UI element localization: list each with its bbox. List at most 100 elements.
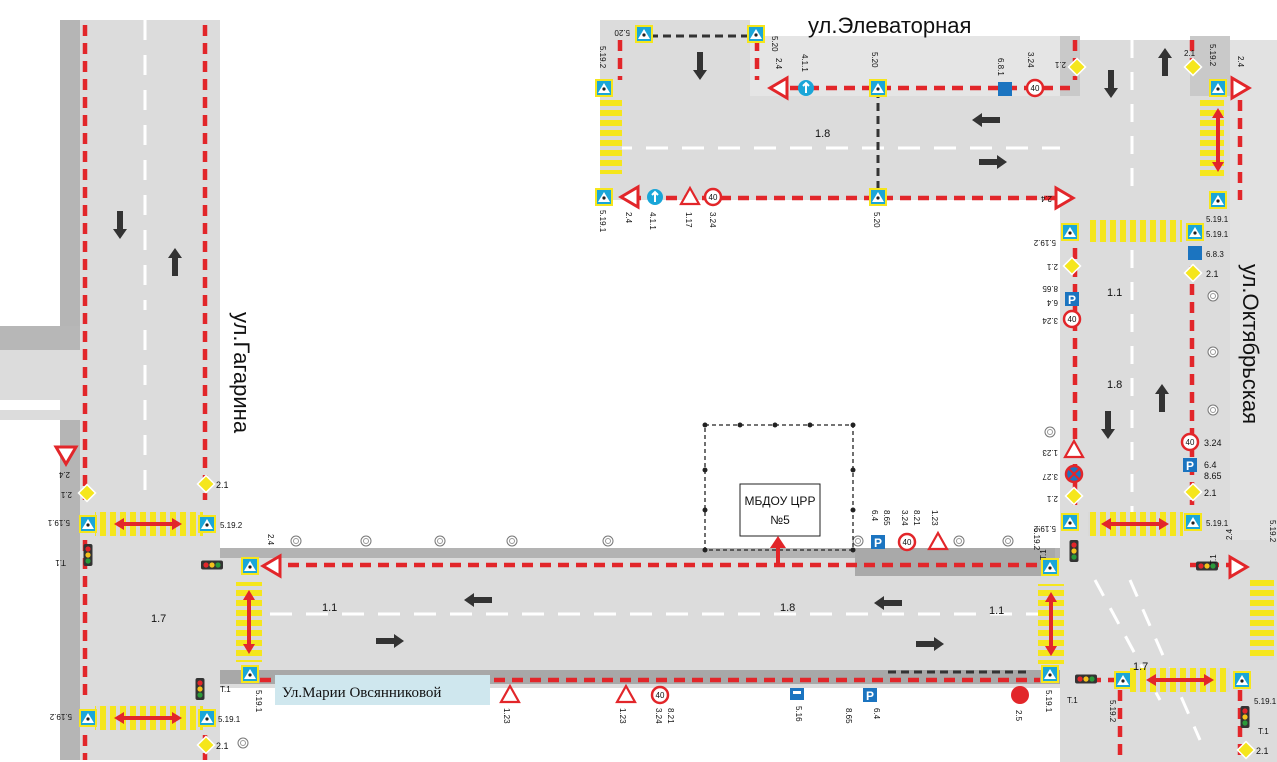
sign-code: 2.1 (1054, 60, 1066, 69)
sign-code: 5.19.2 (1033, 238, 1056, 247)
sign-code: 1.17 (684, 212, 693, 228)
sign-code: 2.1 (1256, 746, 1269, 756)
light-code: T.1 (1039, 549, 1048, 560)
light-code: T.1 (1067, 696, 1078, 705)
road-edge-lines (650, 34, 1030, 674)
sign-code: 8.21 (912, 510, 921, 526)
sign-code: 6.4 (872, 708, 881, 720)
sign-code: 1.23 (930, 510, 939, 526)
lane-label: 1.8 (780, 602, 795, 614)
building-number: №5 (770, 513, 790, 527)
signs-intersection-east: 5.19.2 5.19.1 2.4 5.19.2 (1033, 513, 1277, 579)
sign-code: 2.1 (216, 480, 229, 490)
sign-code: 2.1 (60, 490, 72, 499)
lane-labels: 1.8 1.1 1.8 1.7 1.1 1.8 1.1 1.7 (151, 128, 1148, 673)
sign-code: 3.24 (1204, 438, 1222, 448)
signs-ovsyannikovoy: 5.19.1 5.19.2 5.19.1 2.1 1.23 1.23 3.24 … (49, 528, 1277, 760)
sign-code: 5.20 (614, 28, 630, 37)
street-label-oktyabrskaya: ул.Октябрьская (1238, 264, 1263, 424)
sign-code: 5.19.2 (598, 46, 607, 69)
signs-gagarina: 2.4 2.1 5.19.1 5.19.2 2.1 2.4 (47, 445, 282, 578)
sign-code: 2.1 (1184, 49, 1196, 58)
lane-markings (143, 20, 1202, 741)
sign-code: 1.23 (1042, 448, 1058, 457)
sign-code: 2.1 (216, 741, 229, 751)
sign-code: 5.19.1 (1206, 215, 1229, 224)
street-label-ovsyannikovoy: Ул.Марии Овсянниковой (282, 685, 441, 701)
sign-code: 5.19.2 (1033, 524, 1056, 533)
street-labels: ул.Элеваторная ул.Гагарина ул.Октябрьска… (229, 13, 1263, 705)
street-label-elevatornaya: ул.Элеваторная (808, 13, 971, 38)
lane-label: 1.8 (815, 128, 830, 140)
sign-code: 4.1.1 (648, 212, 657, 230)
lane-label: 1.1 (989, 605, 1004, 617)
sign-code: 3.24 (900, 510, 909, 526)
sign-code: 3.27 (1042, 472, 1058, 481)
sign-code: 2.4 (624, 212, 633, 224)
sign-code: 5.19.2 (220, 521, 243, 530)
sign-code: 5.19.1 (1206, 519, 1229, 528)
lane-label: 1.7 (1133, 661, 1148, 673)
traffic-lights: T.1 T.1 T.1 T.1 T.1 T.1 (55, 540, 1269, 736)
sign-code: 5.16 (794, 706, 803, 722)
sign-code: 5.19.2 (1208, 44, 1217, 67)
light-code: T.1 (220, 685, 231, 694)
sign-code: 6.4 (870, 510, 879, 522)
sign-code: 5.19.1 (1044, 690, 1053, 713)
sign-code: 5.19.2 (49, 712, 72, 721)
sign-code: 6.4 (1204, 460, 1217, 470)
lane-label: 1.7 (151, 613, 166, 625)
sign-code: 1.23 (502, 708, 511, 724)
sign-code: 5.19.2 (1032, 528, 1041, 551)
sign-code: 2.4 (1225, 528, 1234, 540)
sign-code: 2.4 (774, 58, 783, 70)
sign-code: 3.24 (1042, 316, 1058, 325)
sign-code: 8.65 (1042, 284, 1058, 293)
sign-code: 4.1.1 (800, 54, 809, 72)
sign-code: 1.23 (618, 708, 627, 724)
sign-code: 5.19.1 (47, 518, 70, 527)
sign-code: 5.19.2 (1108, 700, 1117, 723)
sign-code: 2.1 (1046, 262, 1058, 271)
building-mbdou-crr-5: МБДОУ ЦРР №5 (702, 422, 856, 566)
light-code: T.1 (55, 558, 66, 567)
street-label-gagarina: ул.Гагарина (229, 312, 254, 434)
light-code: T.1 (1209, 554, 1218, 565)
sign-code: 5.19.1 (254, 690, 263, 713)
road-surfaces (0, 20, 1277, 762)
sign-code: 2.4 (1040, 194, 1052, 203)
sign-code: 6.8.1 (996, 58, 1005, 76)
sign-code: 5.20 (872, 212, 881, 228)
sign-code: 8.65 (882, 510, 891, 526)
sign-code: 5.19.2 (1268, 520, 1277, 543)
sign-code: 2.1 (1206, 269, 1219, 279)
sign-code: 8.65 (1204, 471, 1222, 481)
lane-label: 1.1 (322, 602, 337, 614)
signs-elevatornaya-north: 5.20 5.20 5.19.2 2.4 4.1.1 5.20 6.8.1 3.… (595, 25, 1251, 100)
lane-label: 1.1 (1107, 287, 1122, 299)
sign-code: 2.4 (266, 534, 275, 546)
sign-code: 3.24 (654, 708, 663, 724)
sign-code: 5.19.1 (1206, 230, 1229, 239)
sign-code: 2.1 (1204, 488, 1217, 498)
signs-oktyabrskaya: 5.19.2 5.19.1 5.19.1 6.8.3 2.1 2.1 8.65 … (1033, 191, 1229, 506)
building-name: МБДОУ ЦРР (745, 494, 816, 508)
sign-code: 2.4 (58, 470, 70, 479)
sign-code: 5.19.1 (218, 715, 241, 724)
sign-code: 6.8.3 (1206, 250, 1224, 259)
sign-code: 3.24 (1026, 52, 1035, 68)
sign-code: 5.20 (770, 36, 779, 52)
signs-near-building: 6.4 8.65 3.24 8.21 1.23 (870, 510, 949, 552)
sign-code: 2.4 (1236, 56, 1245, 68)
sign-code: 5.19.1 (598, 210, 607, 233)
sign-code: 3.24 (708, 212, 717, 228)
sign-code: 8.21 (666, 708, 675, 724)
sign-code: 2.5 (1014, 710, 1023, 722)
sign-code: 6.4 (1046, 298, 1058, 307)
light-code: T.1 (1258, 727, 1269, 736)
lane-label: 1.8 (1107, 379, 1122, 391)
sign-code: 8.65 (844, 708, 853, 724)
signs-elevatornaya-south: 5.19.1 2.4 4.1.1 1.17 3.24 5.20 2.4 (595, 185, 1075, 233)
sign-code: 5.20 (870, 52, 879, 68)
